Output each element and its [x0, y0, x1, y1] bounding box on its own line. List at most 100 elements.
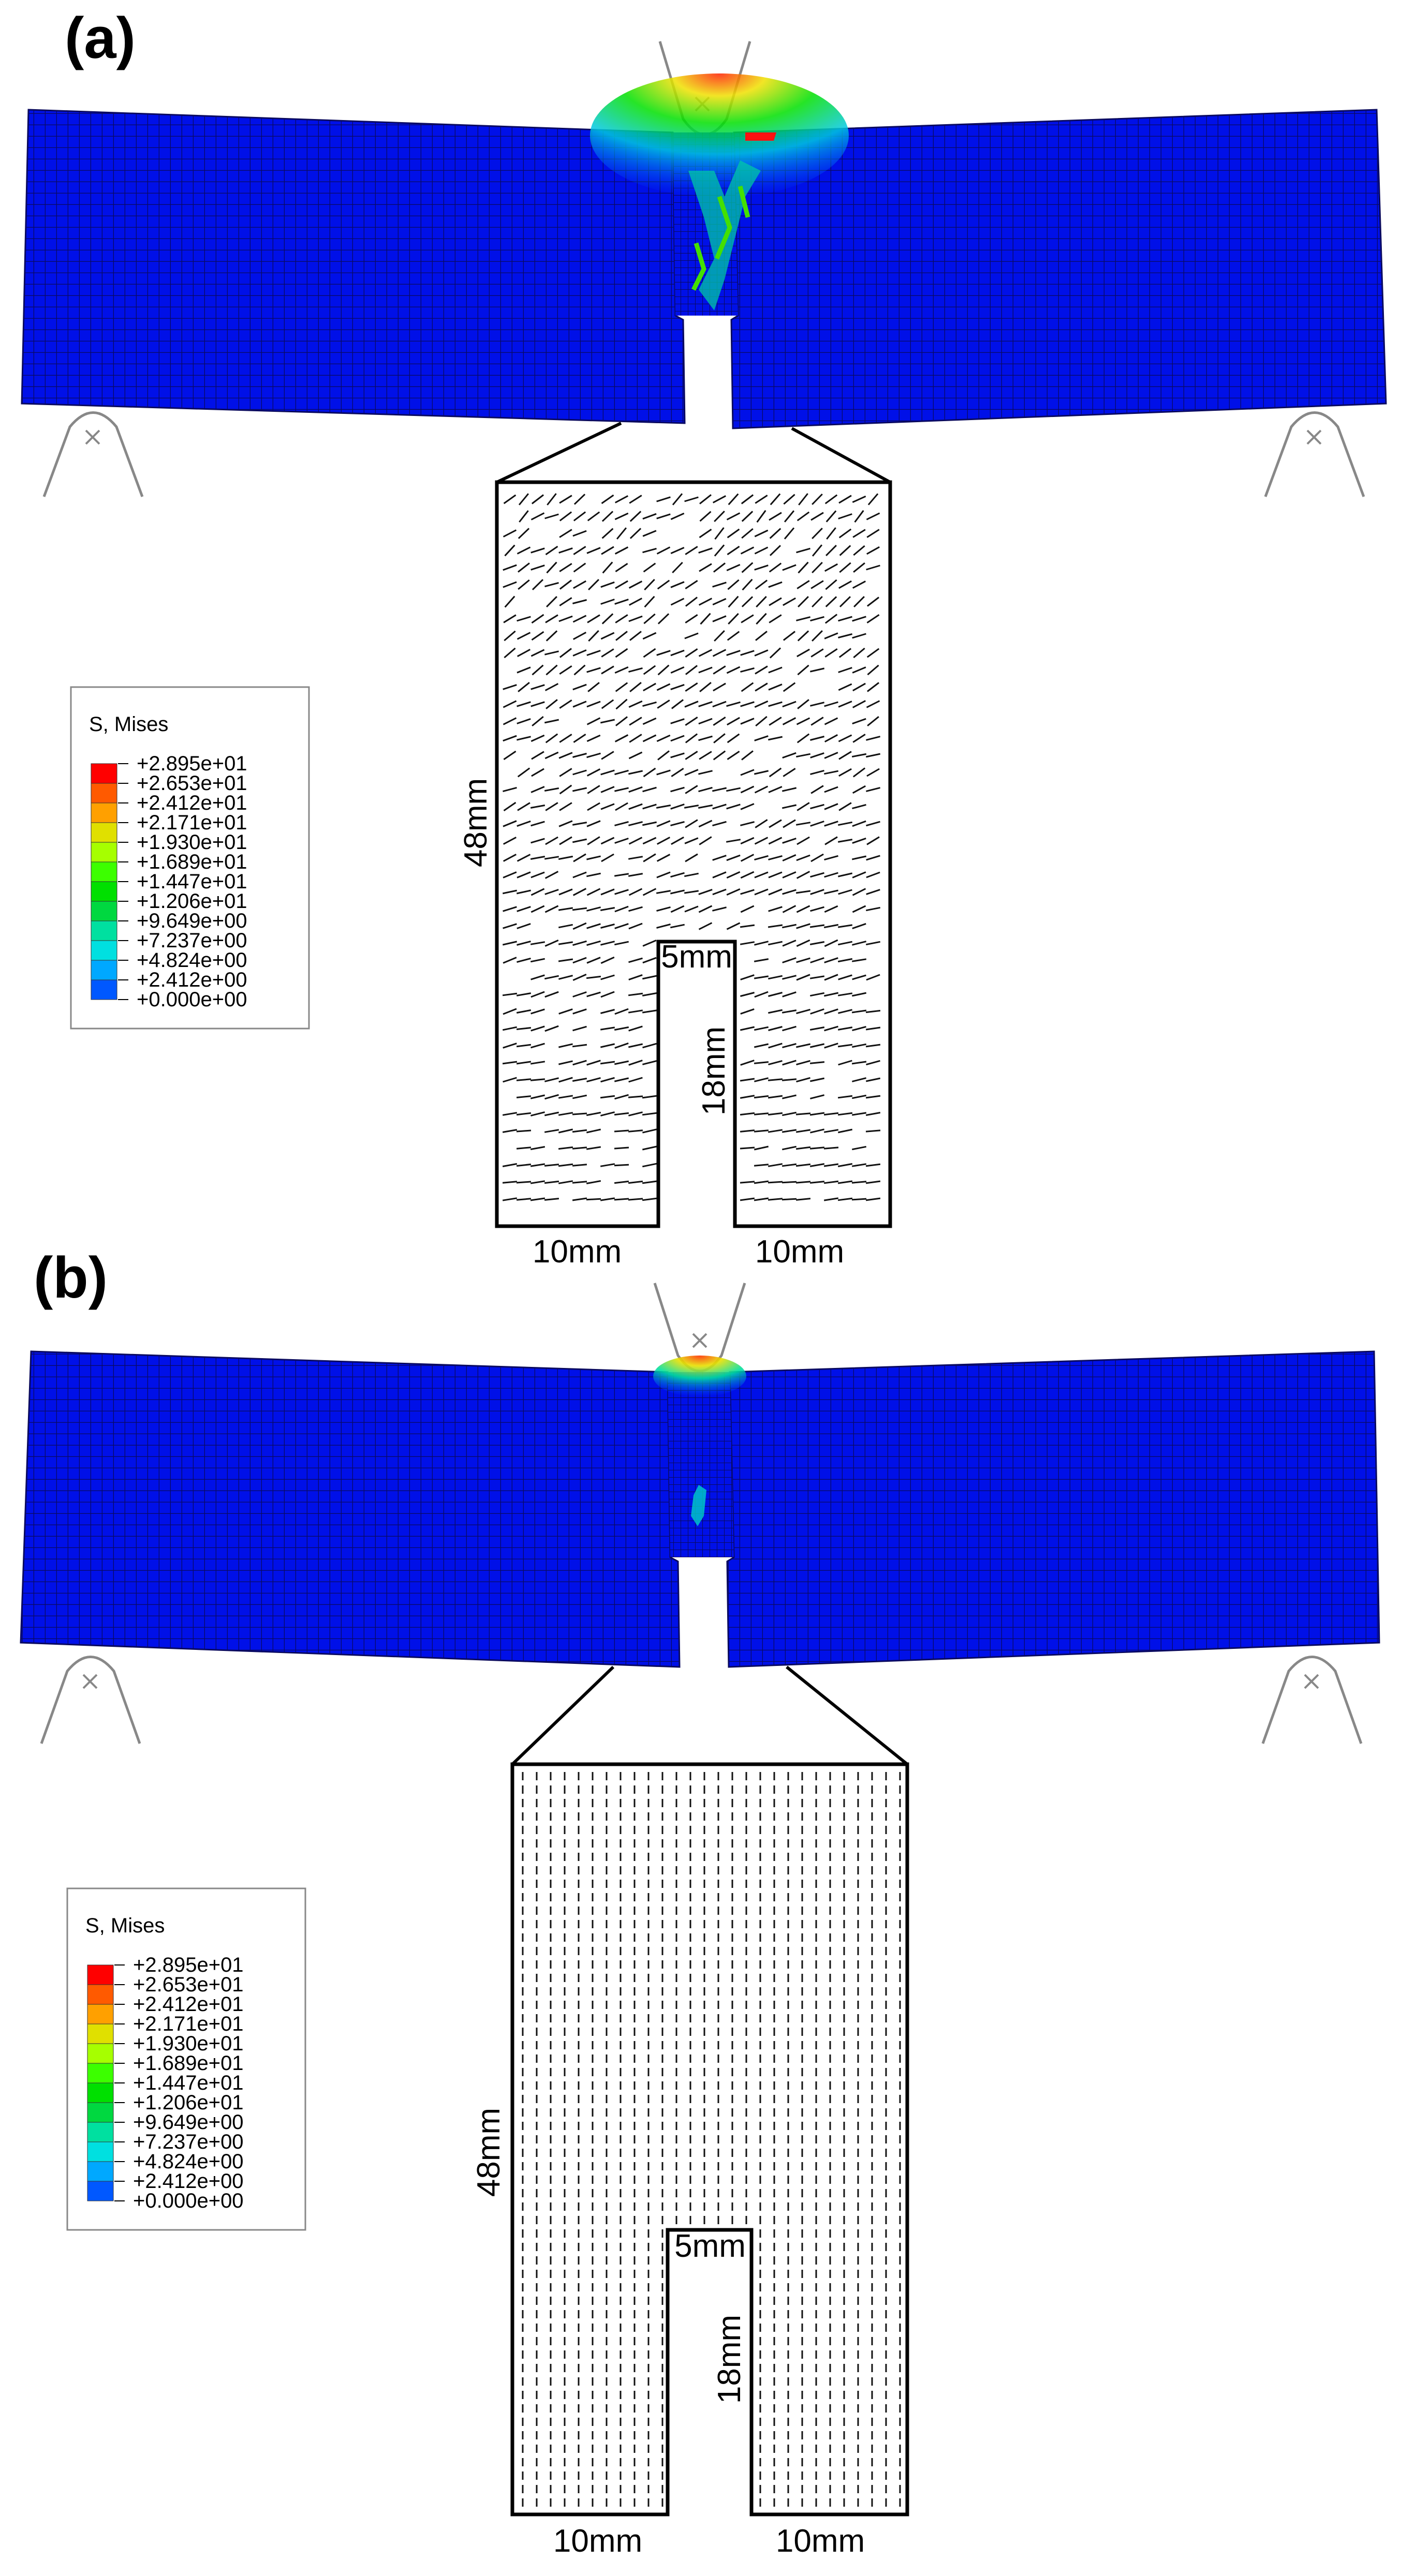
- fiber: [824, 752, 838, 759]
- fiber: [837, 1044, 853, 1048]
- fiber: [586, 888, 601, 896]
- fiber: [795, 1043, 811, 1048]
- fiber: [754, 785, 769, 794]
- fiber: [825, 545, 837, 556]
- legend-title: S, Mises: [85, 1914, 165, 1937]
- fiber: [531, 614, 544, 624]
- fiber: [741, 511, 754, 522]
- fiber: [586, 734, 601, 742]
- fiber: [544, 683, 559, 691]
- fiber: [812, 630, 823, 642]
- fiber: [586, 701, 601, 708]
- dim-notch-depth: 18mm: [696, 1026, 732, 1115]
- fiber: [656, 906, 671, 912]
- fiber: [615, 648, 628, 658]
- fiber: [755, 579, 768, 590]
- legend-value: +2.412e+01: [137, 792, 247, 814]
- fiber: [754, 1043, 769, 1048]
- fiber: [602, 561, 613, 574]
- fiber: [685, 682, 698, 692]
- fiber: [740, 889, 755, 895]
- fiber: [714, 527, 725, 540]
- fiber: [754, 1112, 769, 1115]
- fiber: [768, 1095, 783, 1099]
- fiber: [712, 871, 727, 878]
- fiber: [852, 1077, 866, 1082]
- fiber: [614, 1198, 629, 1201]
- fiber: [503, 1008, 517, 1015]
- fiber: [586, 1060, 601, 1066]
- fiber: [698, 820, 713, 828]
- legend-swatch: [91, 842, 117, 862]
- fiber: [768, 1181, 783, 1184]
- fiber: [741, 562, 754, 573]
- legend-swatch: [91, 901, 117, 921]
- fiber: [503, 871, 517, 878]
- fiber: [698, 888, 713, 896]
- fiber: [754, 975, 769, 979]
- fiber: [755, 819, 768, 828]
- fiber: [824, 836, 838, 845]
- fiber: [782, 838, 797, 844]
- fiber: [837, 1026, 853, 1031]
- fiber: [643, 853, 656, 862]
- fiber: [600, 974, 615, 980]
- fiber: [670, 752, 685, 758]
- fiber: [503, 837, 517, 845]
- fiber: [657, 664, 670, 676]
- fiber: [783, 819, 796, 828]
- fiber: [586, 940, 601, 946]
- fiber: [628, 856, 643, 860]
- fiber: [643, 648, 656, 658]
- fiber: [810, 717, 824, 726]
- fiber: [726, 650, 741, 656]
- fiber: [530, 856, 545, 860]
- fiber: [616, 527, 627, 540]
- fiber: [503, 957, 517, 964]
- fiber: [852, 820, 866, 827]
- fiber: [823, 924, 839, 929]
- stress-concentration: [653, 1356, 746, 1526]
- fiber: [614, 1112, 629, 1116]
- fiber: [614, 1164, 629, 1167]
- fiber: [530, 1111, 545, 1116]
- fiber: [614, 1077, 629, 1082]
- fiber: [656, 650, 671, 656]
- fiber: [516, 1129, 532, 1133]
- fiber: [545, 836, 558, 845]
- fiber: [809, 1146, 825, 1150]
- fiber: [740, 803, 755, 810]
- fiber: [684, 769, 699, 776]
- fiber: [629, 511, 642, 522]
- fiber: [866, 821, 880, 827]
- fiber: [754, 649, 769, 657]
- fiber: [809, 1112, 825, 1116]
- fiber: [781, 1145, 797, 1151]
- fiber: [726, 888, 741, 896]
- fiber: [852, 718, 866, 725]
- fiber: [782, 871, 797, 878]
- fiber: [837, 1197, 853, 1201]
- fiber: [559, 648, 572, 658]
- fiber: [558, 1077, 573, 1083]
- fiber: [812, 527, 823, 540]
- fiber: [853, 562, 865, 573]
- fiber: [600, 769, 615, 776]
- fiber: [559, 579, 572, 590]
- legend-value: +1.206e+01: [133, 2091, 244, 2114]
- fiber: [642, 992, 657, 996]
- fiber: [865, 1095, 881, 1099]
- fiber: [795, 1198, 811, 1201]
- beam-mesh: [20, 1350, 1380, 1668]
- fiber: [530, 1025, 545, 1032]
- fiber: [726, 564, 741, 571]
- fiber: [544, 719, 559, 724]
- fiber: [600, 719, 615, 724]
- fiber: [698, 666, 713, 674]
- fiber: [670, 512, 685, 520]
- fiber: [769, 767, 782, 778]
- fiber: [615, 580, 628, 589]
- fiber: [769, 512, 782, 521]
- fiber: [671, 699, 684, 709]
- fiber: [614, 666, 629, 674]
